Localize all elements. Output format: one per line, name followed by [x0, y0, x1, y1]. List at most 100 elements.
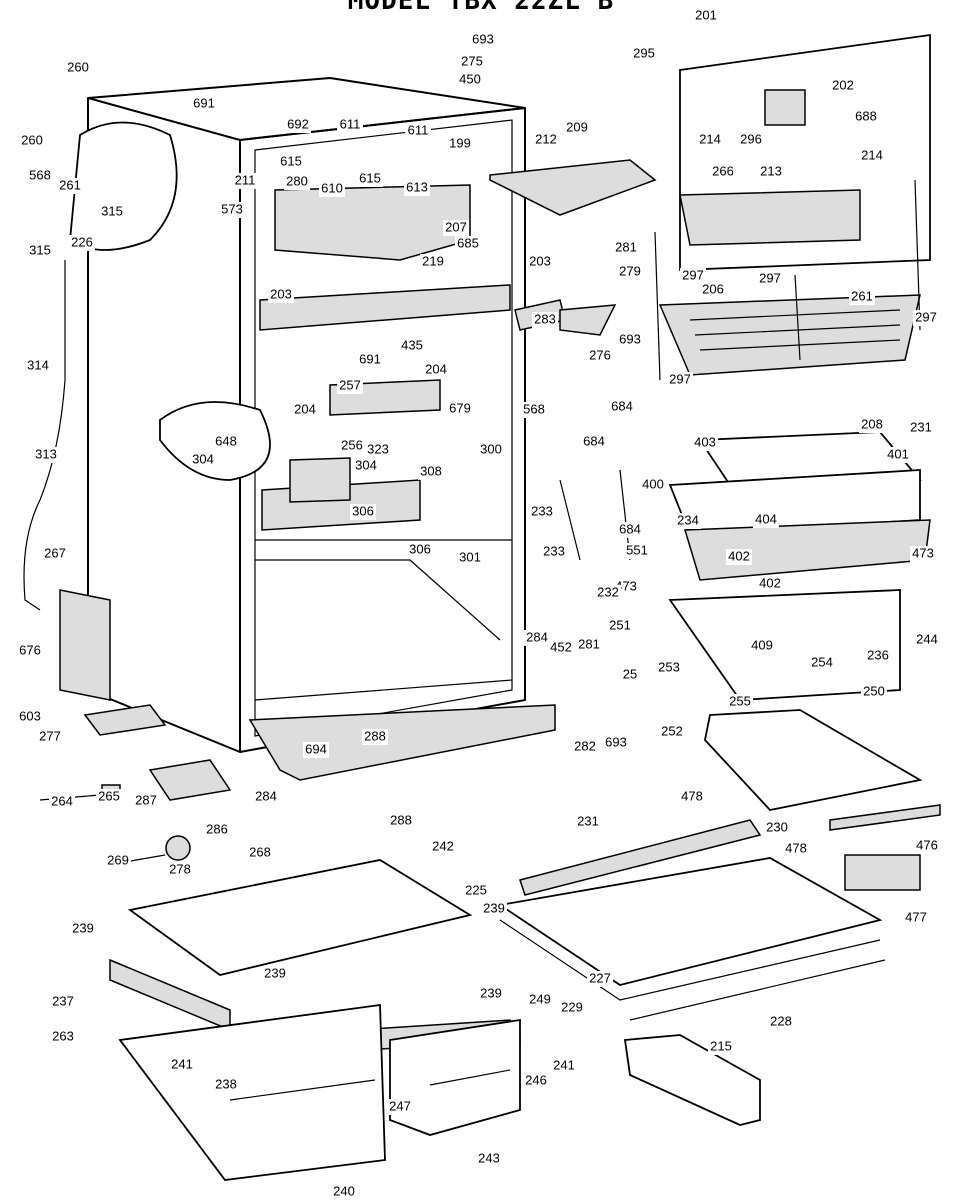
part-number-label: 611: [408, 122, 429, 137]
part-label-background: [533, 132, 559, 148]
part-number-label: 253: [658, 659, 680, 674]
part-number-label: 691: [193, 95, 215, 110]
part-number-label: 278: [169, 861, 191, 876]
part-label-background: [190, 452, 216, 468]
part-number-label: 283: [534, 311, 556, 326]
part-label-background: [463, 883, 489, 899]
part-label-background: [607, 618, 633, 634]
part-number-label: 260: [67, 59, 89, 74]
part-label-background: [285, 117, 311, 133]
part-number-label: 304: [355, 457, 377, 472]
part-label-background: [738, 132, 764, 148]
part-label-background: [572, 739, 598, 755]
part-number-label: 226: [71, 234, 93, 249]
part-label-background: [292, 402, 318, 418]
part-label-background: [37, 729, 63, 745]
part-number-label: 251: [609, 617, 631, 632]
part-label-background: [576, 637, 602, 653]
left-parts: [23, 121, 271, 863]
part-number-label: 241: [553, 1057, 575, 1072]
part-label-background: [595, 585, 621, 601]
part-label-background: [27, 243, 53, 259]
part-label-background: [253, 789, 279, 805]
part-label-background: [399, 338, 425, 354]
part-label-background: [757, 271, 783, 287]
part-label-background: [609, 399, 635, 415]
part-number-label: 615: [359, 170, 381, 185]
part-label-background: [268, 287, 294, 303]
part-label-background: [749, 638, 775, 654]
part-number-label: 676: [19, 642, 41, 657]
part-label-background: [910, 546, 936, 562]
part-number-label: 306: [352, 503, 374, 518]
part-number-label: 404: [755, 511, 777, 526]
part-number-label: 314: [27, 357, 49, 372]
part-label-background: [470, 32, 496, 48]
part-label-background: [99, 204, 125, 220]
part-number-label: 238: [215, 1076, 237, 1091]
part-number-label: 315: [101, 203, 123, 218]
part-label-background: [551, 1058, 577, 1074]
part-number-label: 615: [280, 153, 302, 168]
part-label-background: [204, 822, 230, 838]
part-label-background: [617, 522, 643, 538]
part-label-background: [587, 348, 613, 364]
part-label-background: [481, 901, 507, 917]
part-label-background: [357, 352, 383, 368]
part-label-background: [541, 544, 567, 560]
part-number-label: 204: [425, 361, 447, 376]
part-number-label: 551: [626, 542, 648, 557]
lower-shelves-drawers: [109, 704, 886, 1181]
part-number-label: 239: [72, 920, 94, 935]
part-number-label: 402: [759, 575, 781, 590]
part-label-background: [758, 164, 784, 180]
part-label-background: [859, 417, 885, 433]
part-number-label: 267: [44, 545, 66, 560]
part-number-label: 260: [21, 132, 43, 147]
part-label-background: [407, 542, 433, 558]
part-label-background: [167, 862, 193, 878]
part-label-background: [357, 171, 383, 187]
part-number-label: 247: [389, 1098, 411, 1113]
shelves-right: [559, 431, 941, 891]
part-label-background: [564, 120, 590, 136]
part-number-label: 306: [409, 541, 431, 556]
part-label-background: [25, 358, 51, 374]
part-label-background: [219, 202, 245, 218]
part-number-label: 232: [597, 584, 619, 599]
part-number-label: 281: [615, 239, 637, 254]
part-number-label: 263: [52, 1028, 74, 1043]
part-label-background: [353, 458, 379, 474]
part-number-label: 277: [39, 728, 61, 743]
part-number-label: 204: [294, 401, 316, 416]
part-label-background: [443, 220, 469, 236]
part-label-background: [42, 546, 68, 562]
part-number-label: 243: [478, 1150, 500, 1165]
part-number-label: 400: [642, 476, 664, 491]
part-number-label: 409: [751, 637, 773, 652]
part-number-label: 213: [760, 163, 782, 178]
part-number-label: 229: [561, 999, 583, 1014]
part-number-label: 611: [340, 116, 361, 131]
part-label-background: [319, 181, 345, 197]
part-label-background: [478, 986, 504, 1002]
part-number-label: 261: [851, 288, 873, 303]
part-label-background: [753, 512, 779, 528]
part-number-label: 199: [449, 135, 471, 150]
part-number-label: 236: [867, 647, 889, 662]
part-number-label: 261: [59, 177, 81, 192]
part-label-background: [849, 289, 875, 305]
part-label-background: [726, 549, 752, 565]
part-number-label: 241: [171, 1056, 193, 1071]
part-number-label: 478: [785, 840, 807, 855]
part-number-label: 214: [699, 131, 721, 146]
part-label-background: [603, 735, 629, 751]
part-label-background: [232, 173, 258, 189]
part-label-background: [213, 434, 239, 450]
part-label-background: [459, 54, 485, 70]
part-number-label: 266: [712, 163, 734, 178]
part-number-label: 323: [367, 441, 389, 456]
part-number-label: 249: [529, 991, 551, 1006]
part-number-label: 288: [390, 812, 412, 827]
